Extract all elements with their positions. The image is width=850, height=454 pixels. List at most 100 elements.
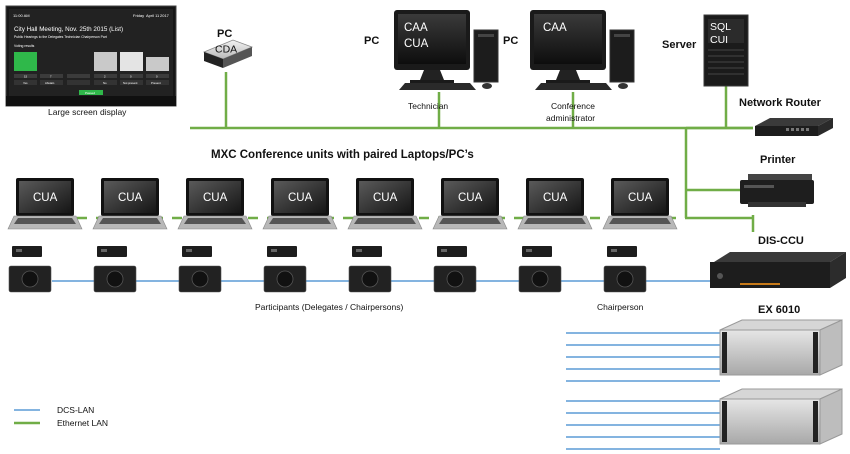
admin-pc: PC CAA Conference administrator	[503, 10, 635, 123]
server-screen-line-1: SQL	[710, 21, 731, 33]
discussion-unit-speaker	[191, 270, 209, 288]
display-count-no: 2	[104, 75, 106, 79]
discussion-unit-speaker	[446, 270, 464, 288]
conference-unit-3: CUA	[177, 178, 253, 293]
technician-screen-line-1: CAA	[404, 22, 428, 34]
display-day: Friday	[133, 13, 144, 18]
server-screen-line-2: CUI	[710, 34, 728, 46]
admin-screen-line-1: CAA	[543, 22, 567, 34]
laptop-screen-text: CUA	[373, 192, 398, 204]
laptop-screen	[529, 181, 581, 213]
laptop-keyboard	[439, 218, 501, 224]
laptop-screen	[274, 181, 326, 213]
display-tile-not-present	[120, 52, 143, 71]
printer: Printer	[740, 154, 814, 207]
conference-unit-7: CUA	[517, 178, 593, 293]
discussion-unit-speaker	[531, 270, 549, 288]
display-label-present: Present	[151, 81, 161, 85]
display-clock: 11:00 AM	[13, 13, 30, 18]
laptop-screen-text: CUA	[458, 192, 483, 204]
display-count-yes: 15	[24, 75, 28, 79]
unit-switch-port	[101, 249, 107, 252]
technician-caption: Technician	[408, 101, 448, 111]
printer-label: Printer	[760, 154, 796, 166]
chairperson-caption: Chairperson	[597, 302, 644, 312]
unit-switch-port	[16, 249, 22, 252]
laptop-keyboard	[14, 218, 76, 224]
unit-switch-port	[441, 249, 447, 252]
display-count-abstain: 7	[50, 75, 52, 79]
discussion-unit-speaker	[361, 270, 379, 288]
conference-unit-5: CUA	[347, 178, 423, 293]
laptop-keyboard	[269, 218, 331, 224]
display-tile-no	[94, 52, 117, 71]
unit-switch-box	[182, 246, 212, 257]
pc-cda-text: CDA	[215, 44, 237, 56]
server: Server SQL CUI	[662, 14, 749, 87]
conference-unit-4: CUA	[262, 178, 338, 293]
unit-switch-box	[352, 246, 382, 257]
display-tile-yes	[14, 52, 37, 71]
network-router: Network Router	[739, 97, 833, 136]
ex6010-unit-2	[719, 388, 843, 445]
legend-label-ethernet-lan: Ethernet LAN	[57, 418, 108, 428]
laptop-screen	[444, 181, 496, 213]
discussion-unit-speaker	[276, 270, 294, 288]
display-year: 2017	[160, 13, 170, 18]
unit-switch-box	[12, 246, 42, 257]
unit-switch-box	[267, 246, 297, 257]
technician-pc-label: PC	[364, 35, 379, 47]
server-label: Server	[662, 39, 697, 51]
network-router-label: Network Router	[739, 97, 822, 109]
laptop-screen	[19, 181, 71, 213]
participants-caption: Participants (Delegates / Chairpersons)	[255, 302, 404, 312]
display-date: April 11	[146, 13, 160, 18]
laptop-screen-text: CUA	[628, 192, 653, 204]
display-count-not-present: 0	[130, 75, 132, 79]
ex6010-label: EX 6010	[758, 304, 800, 316]
display-status-text: Passed	[85, 91, 95, 95]
display-section-label: Voting results	[14, 44, 35, 48]
dis-ccu: DIS-CCU	[710, 235, 846, 288]
large-screen-display: 11:00 AM Friday April 11 2017 City Hall …	[5, 5, 177, 117]
admin-pc-label: PC	[503, 35, 518, 47]
laptop-keyboard	[354, 218, 416, 224]
display-meeting-subtitle: Public Hearings to the Delegates Technic…	[14, 35, 107, 39]
unit-switch-port	[611, 249, 617, 252]
display-label-no: No	[103, 81, 107, 85]
laptop-keyboard	[99, 218, 161, 224]
laptop-keyboard	[609, 218, 671, 224]
unit-switch-box	[437, 246, 467, 257]
laptop-screen-text: CUA	[33, 192, 58, 204]
pc-cda: PC CDA	[202, 28, 254, 68]
admin-caption-line-2: administrator	[546, 113, 595, 123]
display-tile-present	[146, 57, 169, 71]
conference-unit-8: CUA	[602, 178, 678, 293]
ex6010: EX 6010	[719, 304, 843, 445]
legend-label-dcs-lan: DCS-LAN	[57, 405, 94, 415]
pc-cda-label: PC	[217, 28, 232, 40]
admin-caption-line-1: Conference	[551, 101, 595, 111]
display-label-yes: Yes	[23, 81, 28, 85]
display-label-abstain: Abstain	[45, 81, 55, 85]
display-label-not-present: Not present	[123, 81, 138, 85]
discussion-unit-speaker	[21, 270, 39, 288]
laptop-keyboard	[184, 218, 246, 224]
dis-ccu-label: DIS-CCU	[758, 235, 804, 247]
discussion-unit-speaker	[106, 270, 124, 288]
laptop-keyboard	[524, 218, 586, 224]
laptop-screen	[104, 181, 156, 213]
conference-unit-1: CUA	[7, 178, 83, 293]
laptop-screen	[189, 181, 241, 213]
unit-switch-port	[356, 249, 362, 252]
laptop-screen-text: CUA	[203, 192, 228, 204]
laptop-screen-text: CUA	[288, 192, 313, 204]
unit-switch-box	[522, 246, 552, 257]
technician-screen-line-2: CUA	[404, 38, 429, 50]
display-status-button	[79, 90, 103, 95]
ex6010-unit-1	[719, 319, 843, 376]
laptop-screen	[614, 181, 666, 213]
